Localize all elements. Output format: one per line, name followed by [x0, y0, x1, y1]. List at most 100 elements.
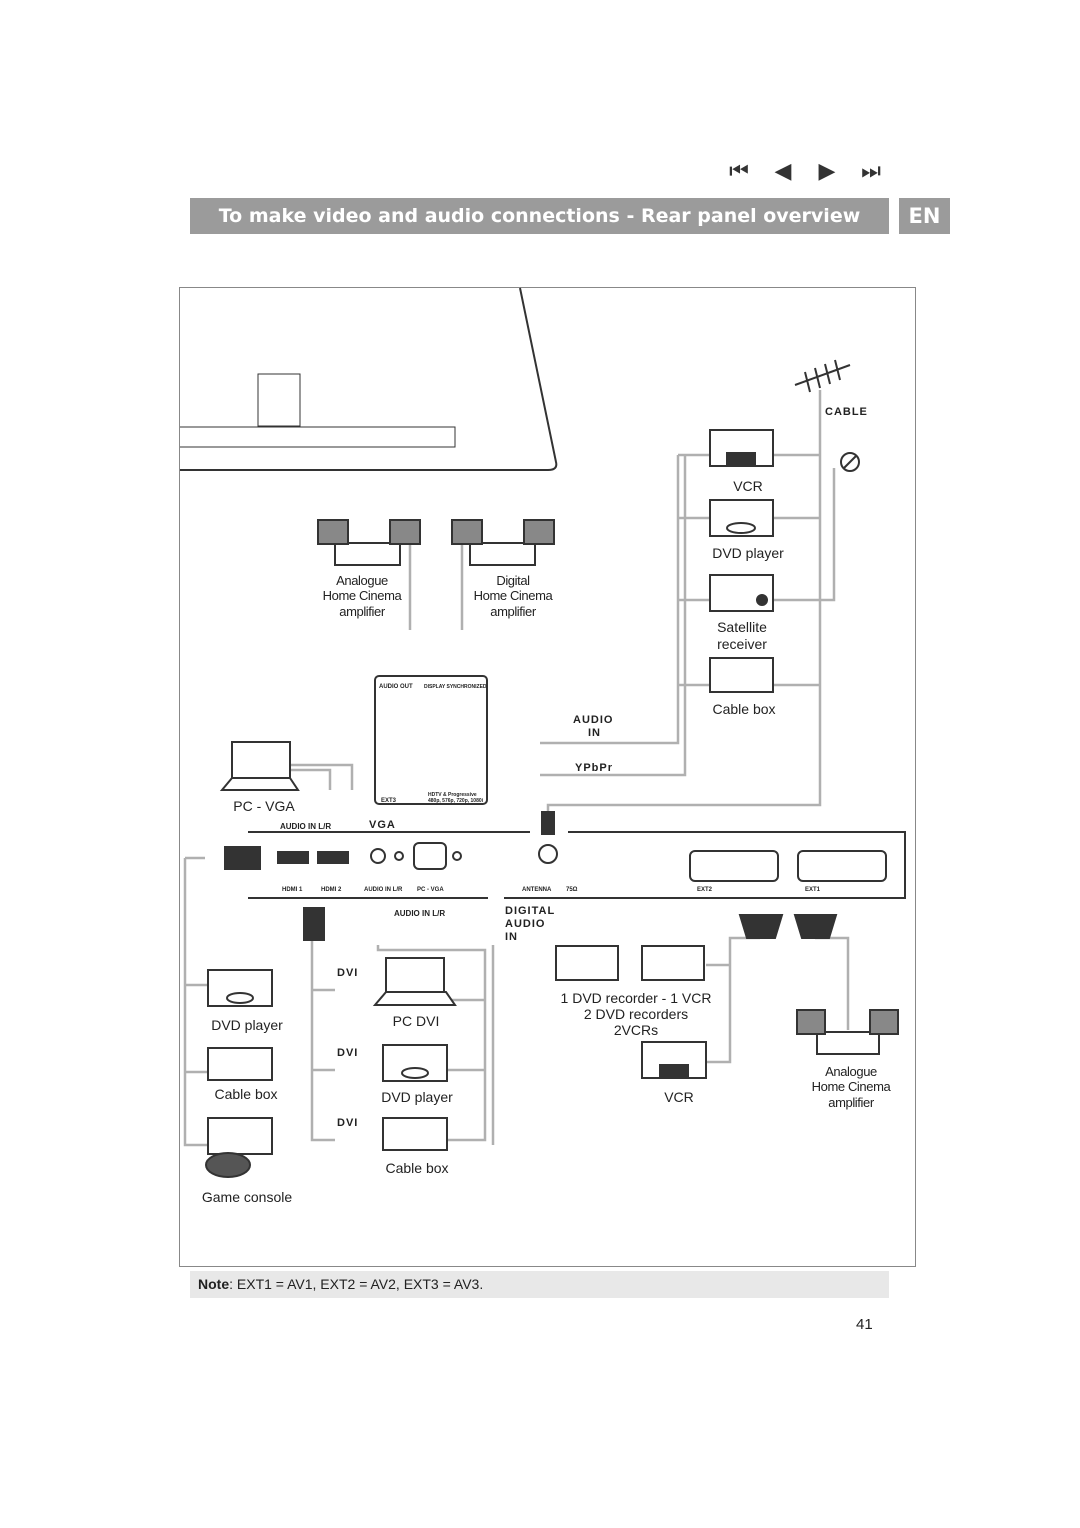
scart-plug [738, 914, 784, 939]
vcr-slot [726, 452, 756, 465]
dvd-disc [401, 1067, 429, 1079]
audio-in-lr-port-label: AUDIO IN L/R [364, 887, 403, 893]
digital-audio-label-1: DIGITAL [505, 905, 556, 917]
antenna-label: ANTENNA [522, 887, 552, 893]
hdmi1-label: HDMI 1 [282, 887, 303, 893]
dvi-label-b: DVI [337, 1047, 359, 1059]
laptop-base [219, 777, 300, 791]
note-bar: Note: EXT1 = AV1, EXT2 = AV2, EXT3 = AV3… [190, 1271, 889, 1298]
laptop-bottom-base [372, 991, 457, 1006]
speaker [451, 519, 483, 545]
cable-antenna [546, 455, 822, 812]
audio-jack [370, 848, 386, 864]
hdmi-plug-bottom [303, 907, 325, 941]
hdmi1-port [277, 851, 309, 864]
ext1-label: EXT1 [805, 887, 821, 893]
diagram-frame [179, 287, 916, 1267]
dvi-label-c: DVI [337, 1117, 359, 1129]
ext2-label: EXT2 [697, 887, 713, 893]
recorder-label-2: 2 DVD recorders [583, 1006, 689, 1022]
cablebox-mid-box [382, 1117, 448, 1151]
dvd-disc [226, 992, 254, 1004]
pc-dvi-label: PC DVI [392, 1013, 440, 1029]
satellite-label-2: receiver [717, 636, 767, 652]
cable-scart-ext2 [706, 936, 760, 1064]
panel-display-sync: DISPLAY SYNCHRONIZED [424, 684, 487, 690]
scart-plug [793, 914, 838, 939]
side-connector-panel [374, 675, 488, 805]
recorder-label-3: 2VCRs [613, 1022, 659, 1038]
next-page-icon[interactable]: ▶ [818, 158, 836, 183]
panel-hdtv: HDTV & Progressive [428, 792, 477, 798]
antenna-plug [541, 811, 555, 835]
analogue-bottom-label-1: Analogue [825, 1064, 877, 1079]
audio-in-label-1: AUDIO [573, 714, 614, 726]
pc-vga-port-label: PC - VGA [417, 887, 444, 893]
previous-page-icon[interactable]: ◀ [774, 158, 792, 183]
vga-screw [452, 851, 462, 861]
hdmi2-port [317, 851, 349, 864]
recorder-2 [641, 945, 705, 981]
digital-amp [469, 542, 536, 566]
vga-port [413, 842, 447, 870]
first-page-icon[interactable]: ⏮ [729, 158, 749, 183]
speaker [796, 1009, 826, 1035]
ext2-port [689, 850, 779, 882]
speaker [389, 519, 421, 545]
cablebox-top-box [709, 657, 774, 693]
speaker [523, 519, 555, 545]
digital-audio-label-3: IN [505, 931, 518, 943]
ypbpr-label: YPbPr [575, 762, 614, 774]
analogue-bottom-label-3: amplifier [828, 1095, 874, 1110]
analogue-label-3: amplifier [339, 604, 385, 619]
laptop-bottom [385, 957, 445, 993]
panel-res: 480p, 576p, 720p, 1080i [428, 798, 484, 804]
bottom-panel [248, 831, 906, 899]
hdmi-plug [224, 846, 261, 870]
dvd-top-label: DVD player [712, 545, 784, 561]
page-title: To make video and audio connections - Re… [190, 198, 889, 234]
antenna-port [538, 844, 558, 864]
satellite-label-1: Satellite [717, 619, 767, 635]
cable-left-bus [183, 858, 208, 1147]
analogue-amp-bottom [816, 1031, 880, 1055]
game-console-box [207, 1117, 273, 1155]
game-console-label: Game console [201, 1189, 293, 1205]
device-boxes [205, 429, 906, 1178]
ext1-port [797, 850, 887, 882]
cable-pc-audio [290, 768, 332, 790]
tv-rear-outline [180, 287, 558, 471]
language-badge: EN [899, 198, 950, 234]
speaker [869, 1009, 899, 1035]
antenna-icon [794, 359, 851, 393]
dvd-disc [726, 522, 756, 534]
page-number: 41 [856, 1316, 873, 1333]
note-text: : EXT1 = AV1, EXT2 = AV2, EXT3 = AV3. [229, 1276, 484, 1292]
cablebox-top-label: Cable box [712, 701, 776, 717]
vcr-bottom-label: VCR [664, 1089, 694, 1105]
digital-label-1: Digital [496, 573, 530, 588]
cable-ypbpr [540, 455, 687, 777]
panel-audio-out: AUDIO OUT [379, 684, 413, 690]
dvd-left-label: DVD player [211, 1017, 283, 1033]
cablebox-mid-label: Cable box [385, 1160, 449, 1176]
panel-ext3: EXT3 [381, 798, 397, 804]
recorder-1 [555, 945, 619, 981]
cable-sat-dish [773, 468, 836, 602]
analogue-amp [334, 542, 401, 566]
analogue-label-2: Home Cinema [322, 588, 402, 603]
sat-knob [756, 594, 768, 606]
page-navigation: ⏮ ◀ ▶ ⏭ [726, 160, 884, 182]
gamepad [205, 1152, 251, 1178]
cablebox-left-label: Cable box [214, 1086, 278, 1102]
cable-pc-vga [290, 763, 354, 790]
dvi-label-a: DVI [337, 967, 359, 979]
digital-label-3: amplifier [490, 604, 536, 619]
dvd-mid-label: DVD player [381, 1089, 453, 1105]
digital-label-2: Home Cinema [473, 588, 553, 603]
recorder-label-1: 1 DVD recorder - 1 VCR [560, 990, 712, 1006]
last-page-icon[interactable]: ⏭ [861, 158, 881, 183]
laptop-top [231, 741, 291, 779]
digital-audio-label-2: AUDIO [505, 918, 546, 930]
